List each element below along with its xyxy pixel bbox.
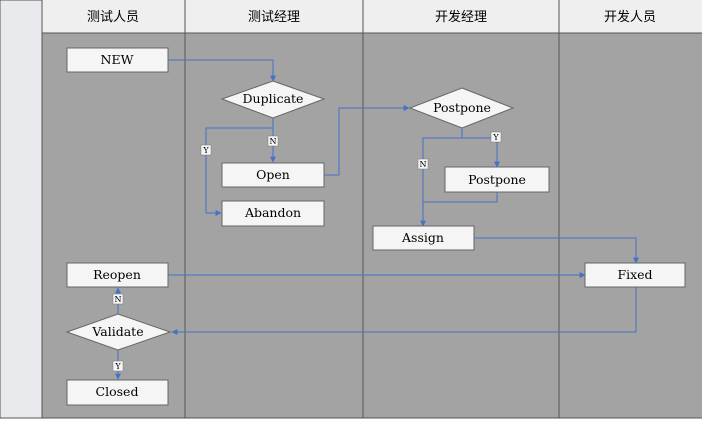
- edge-duplicate-to-abandon: [205, 127, 273, 216]
- edge-fixed-to-validate: [171, 287, 637, 335]
- edge-postpone-to-assign: [420, 128, 463, 227]
- svg-text:N: N: [115, 295, 122, 304]
- decision-validate: Validate: [65, 313, 172, 351]
- svg-text:Postpone: Postpone: [468, 172, 526, 187]
- decision-postpone: Postpone: [408, 87, 515, 129]
- svg-text:N: N: [420, 160, 427, 169]
- svg-text:Open: Open: [256, 167, 290, 182]
- edge-label-validate-y: Y: [112, 360, 124, 372]
- left-margin-strip: [0, 0, 43, 419]
- lane-title-dev-manager: 开发经理: [435, 9, 487, 25]
- edge-label-duplicate-y: Y: [200, 144, 212, 156]
- edge-open-to-postpone: [324, 105, 410, 176]
- svg-text:Validate: Validate: [91, 324, 143, 339]
- svg-text:N: N: [270, 137, 277, 146]
- node-closed: Closed: [66, 379, 169, 406]
- node-postpone-box: Postpone: [444, 166, 550, 193]
- node-new: NEW: [66, 47, 169, 73]
- svg-text:Fixed: Fixed: [617, 267, 652, 282]
- edge-new-to-duplicate: [168, 59, 276, 82]
- edge-postpone-box-to-assign: [423, 192, 498, 203]
- lane-header-tester: [42, 0, 185, 33]
- edge-assign-to-fixed: [474, 237, 639, 264]
- svg-text:Y: Y: [114, 362, 121, 371]
- svg-text:Assign: Assign: [401, 230, 444, 245]
- svg-text:Abandon: Abandon: [244, 205, 301, 220]
- edge-label-duplicate-n: N: [267, 135, 279, 147]
- decision-duplicate: Duplicate: [220, 80, 326, 119]
- svg-text:Duplicate: Duplicate: [243, 91, 304, 106]
- svg-text:Closed: Closed: [96, 384, 139, 399]
- lane-body-tester: [42, 33, 185, 418]
- svg-text:Y: Y: [492, 133, 499, 142]
- node-open: Open: [221, 162, 325, 188]
- lane-header-developer: [559, 0, 702, 33]
- node-abandon: Abandon: [221, 200, 325, 227]
- svg-text:Y: Y: [202, 146, 209, 155]
- svg-text:Postpone: Postpone: [433, 100, 491, 115]
- node-assign: Assign: [372, 225, 475, 251]
- node-reopen: Reopen: [66, 262, 169, 288]
- edge-label-postpone-n: N: [417, 158, 429, 170]
- lane-header-test-manager: [185, 0, 363, 33]
- edge-label-validate-n: N: [112, 293, 124, 305]
- lane-title-test-manager: 测试经理: [248, 10, 300, 25]
- svg-text:Reopen: Reopen: [93, 267, 141, 282]
- node-fixed: Fixed: [584, 262, 686, 288]
- lane-body-developer: [559, 33, 702, 418]
- svg-text:NEW: NEW: [101, 52, 134, 67]
- lane-title-developer: 开发人员: [604, 9, 656, 25]
- lane-header-dev-manager: [363, 0, 559, 33]
- edge-label-postpone-y: Y: [490, 131, 502, 143]
- lane-title-tester: 测试人员: [87, 10, 139, 25]
